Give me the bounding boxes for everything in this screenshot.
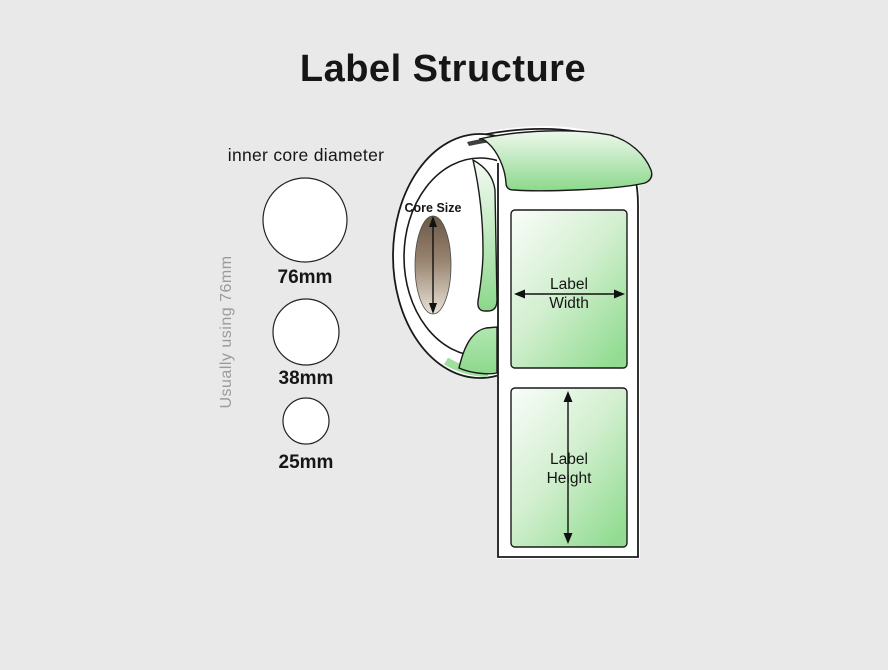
core-diameter-section: inner core diameter 76mm 38mm 25mm Usual… bbox=[218, 145, 384, 473]
core-circle-25mm bbox=[282, 397, 330, 445]
core-circle-38mm-label: 38mm bbox=[279, 368, 334, 389]
label-width-box bbox=[510, 209, 628, 369]
label-width-arrow bbox=[514, 289, 625, 299]
page-title: Label Structure bbox=[300, 48, 586, 90]
label-roll-illustration: Core Size Label Width Label Height bbox=[392, 126, 653, 559]
core-circle-76mm bbox=[262, 177, 348, 263]
arrow-up-icon bbox=[429, 216, 437, 227]
label-height-arrow bbox=[563, 391, 573, 544]
core-size-arrow bbox=[429, 216, 437, 314]
arrow-left-icon bbox=[514, 289, 525, 299]
core-diameter-heading: inner core diameter bbox=[228, 145, 384, 165]
roll-wrap-band-upper bbox=[471, 158, 498, 312]
core-size-label: Core Size bbox=[405, 201, 462, 215]
label-width-line1: Label bbox=[550, 276, 588, 293]
usual-size-note: Usually using 76mm bbox=[218, 255, 235, 408]
label-height-box bbox=[510, 387, 628, 548]
arrow-down-icon bbox=[563, 533, 573, 544]
arrow-right-icon bbox=[614, 289, 625, 299]
roll-top-label bbox=[478, 130, 653, 192]
core-circle-76mm-label: 76mm bbox=[278, 267, 333, 288]
label-width-line2: Width bbox=[549, 295, 589, 312]
core-circle-38mm bbox=[272, 298, 340, 366]
core-circle-25mm-label: 25mm bbox=[279, 452, 334, 473]
arrow-up-icon bbox=[563, 391, 573, 402]
arrow-down-icon bbox=[429, 303, 437, 314]
roll-wrap-band-lower bbox=[458, 326, 498, 375]
label-height-line1: Label bbox=[550, 451, 588, 468]
label-height-line2: Height bbox=[547, 470, 592, 487]
